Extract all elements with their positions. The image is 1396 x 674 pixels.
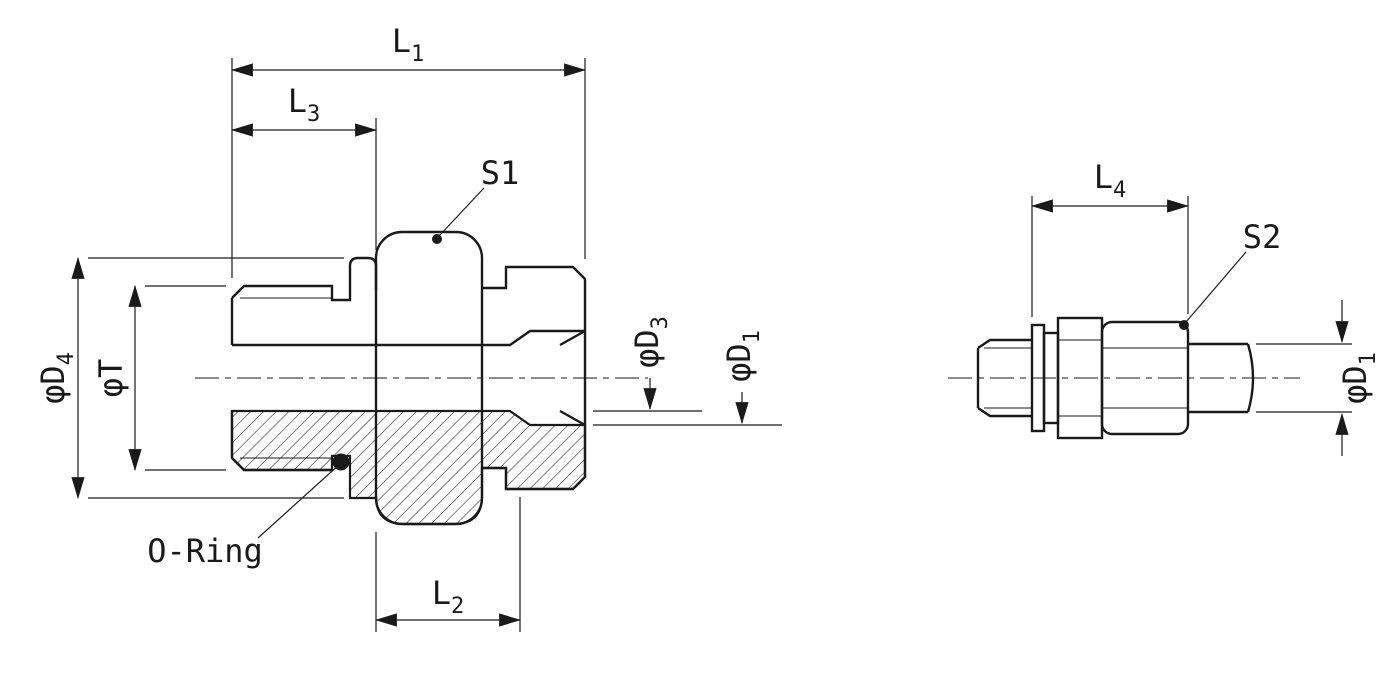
section-hatch: [230, 409, 587, 526]
left-view-dimensions: [71, 58, 782, 632]
dim-label-phi-t: φT: [92, 359, 130, 398]
thread-and-collar-top: [231, 256, 378, 302]
dim-l3: [230, 118, 378, 250]
dim-l1: [230, 58, 587, 278]
leader-o-ring-line: [257, 462, 342, 539]
dim-phi-t: [128, 284, 226, 472]
bore-upper: [232, 329, 585, 347]
dim-phi-d4: [71, 256, 344, 500]
body-facet-lines: [1058, 339, 1102, 417]
hex-body: [374, 230, 484, 526]
dim-phi-d1-right-ext: [1256, 343, 1352, 413]
left-view: L1 L3 L2 S1 O-Ring φD4 φT φD3 φD1: [34, 22, 782, 632]
right-view-dimensions: [1030, 196, 1352, 456]
thread-minor-lines: [240, 297, 332, 459]
dim-phi-d1-left: [593, 392, 782, 426]
leader-o-ring: [257, 462, 342, 539]
fitting-outline: [230, 230, 587, 526]
dim-phi-d3: [593, 378, 702, 412]
dim-l4: [1030, 196, 1190, 317]
dim-l4-ext: [1031, 196, 1189, 317]
leader-s1-dot: [432, 234, 442, 244]
tube-stub: [1188, 342, 1255, 414]
dim-label-phi-d3: φD3: [628, 316, 673, 368]
dim-phi-t-ext: [145, 285, 226, 471]
right-detail-lines: [984, 339, 1188, 417]
dim-phi-d4-ext: [88, 257, 344, 499]
nut-facet-lines: [1102, 347, 1188, 409]
dim-label-l1: L1: [392, 22, 425, 67]
dim-l1-ext: [231, 58, 586, 278]
dim-l2: [374, 497, 522, 632]
leader-s2: [1179, 251, 1247, 330]
leader-s1-line: [438, 187, 485, 237]
label-o-ring: O-Ring: [147, 532, 263, 570]
dim-label-l2: L2: [432, 574, 465, 619]
leader-s2-line: [1185, 251, 1247, 323]
dim-label-phi-d4: φD4: [34, 352, 79, 404]
right-fitting-outline: [976, 316, 1255, 440]
stud-left: [976, 338, 1032, 418]
label-s1: S1: [481, 154, 520, 192]
dim-phi-d1-right: [1256, 300, 1352, 456]
right-view: L4 S2 φD1: [948, 158, 1381, 456]
dim-label-l4: L4: [1094, 158, 1127, 203]
dim-label-l3: L3: [288, 82, 321, 127]
neck-and-stud: [482, 265, 587, 491]
thread-lines: [240, 297, 332, 459]
leader-s1: [432, 187, 485, 244]
label-s2: S2: [1243, 218, 1282, 256]
dim-label-phi-d1-left: φD1: [720, 330, 765, 382]
socket-chamfer: [559, 329, 586, 427]
dim-label-phi-d1-right: φD1: [1336, 352, 1381, 404]
left-end-face: [230, 298, 332, 472]
nut-body: [1100, 320, 1190, 436]
leader-s2-dot: [1179, 320, 1189, 330]
stud-thread-lines: [984, 347, 1032, 409]
